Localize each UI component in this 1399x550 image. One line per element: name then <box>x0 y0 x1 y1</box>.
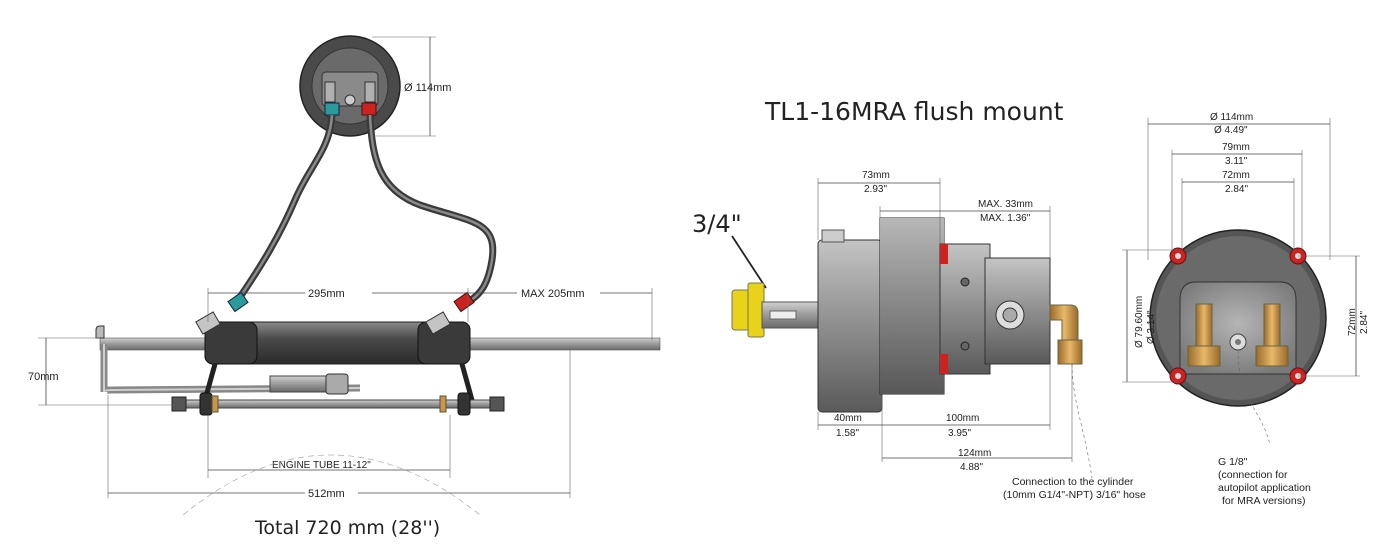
pump-diameter-dimension: Ø 114mm <box>372 36 451 137</box>
front-h72-mm: 72mm <box>1347 308 1358 336</box>
front-h72-in: 2.84" <box>1359 311 1370 334</box>
port-note-line2: (connection for <box>1218 469 1288 481</box>
port-note-line1: G 1/8" <box>1218 456 1248 468</box>
front-w72-mm: 72mm <box>1222 170 1250 181</box>
cylinder-spacing-label: 295mm <box>308 288 345 300</box>
port-note-line4: for MRA versions) <box>1222 495 1305 507</box>
overall-in: 4.88" <box>960 462 983 473</box>
helm-pump-top-view <box>299 35 401 137</box>
engine-tube-label: ENGINE TUBE 11-12" <box>272 460 371 471</box>
port-note-line3: autopilot application <box>1218 482 1311 494</box>
front-dia-in: Ø 4.49" <box>1214 125 1248 136</box>
max-depth-in: MAX. 1.36" <box>980 213 1031 224</box>
pump-diameter-label: Ø 114mm <box>404 82 451 94</box>
flange-in: 1.58" <box>836 428 859 439</box>
helm-pump-side-view <box>731 217 1083 413</box>
flange-mm: 40mm <box>834 413 862 424</box>
cylinder-note-line2: (10mm G1/4"-NPT) 3/16" hose <box>1003 489 1146 501</box>
max-extension-label: MAX 205mm <box>521 288 585 300</box>
front-w79-in: 3.11" <box>1225 156 1248 167</box>
max-depth-mm: MAX. 33mm <box>978 199 1033 210</box>
front-dia-mm: Ø 114mm <box>1210 112 1253 123</box>
body-length-mm: 73mm <box>862 170 890 181</box>
rear-in: 3.95" <box>948 428 971 439</box>
front-bolt-mm: Ø 79.60mm <box>1134 296 1145 348</box>
hydraulic-hoses <box>227 114 497 313</box>
height-label: 70mm <box>28 371 59 383</box>
front-view-dimensions: Ø 114mm Ø 4.49" 79mm 3.11" 72mm 2.84" Ø … <box>1122 112 1370 507</box>
shaft-size-callout: 3/4" <box>692 210 767 289</box>
rear-mm: 100mm <box>946 413 979 424</box>
side-view-dimensions: 73mm 2.93" MAX. 33mm MAX. 1.36" 40mm 1.5… <box>817 170 1146 501</box>
steering-cylinder <box>95 311 661 416</box>
body-length-in: 2.93" <box>864 184 887 195</box>
cylinder-dimensions: 295mm MAX 205mm 70mm ENGINE TUBE 11-12" … <box>28 288 653 539</box>
shaft-size-label: 3/4" <box>692 210 742 238</box>
front-w72-in: 2.84" <box>1225 184 1248 195</box>
front-bolt-in: Ø 3.14" <box>1146 310 1157 344</box>
front-w79-mm: 79mm <box>1222 142 1250 153</box>
total-length-label: Total 720 mm (28'') <box>254 517 440 539</box>
model-title: TL1-16MRA flush mount <box>764 97 1064 126</box>
helm-pump-front-view <box>1149 229 1327 407</box>
overall-length-label: 512mm <box>308 488 345 500</box>
overall-mm: 124mm <box>958 448 991 459</box>
cylinder-note-line1: Connection to the cylinder <box>1012 476 1134 488</box>
